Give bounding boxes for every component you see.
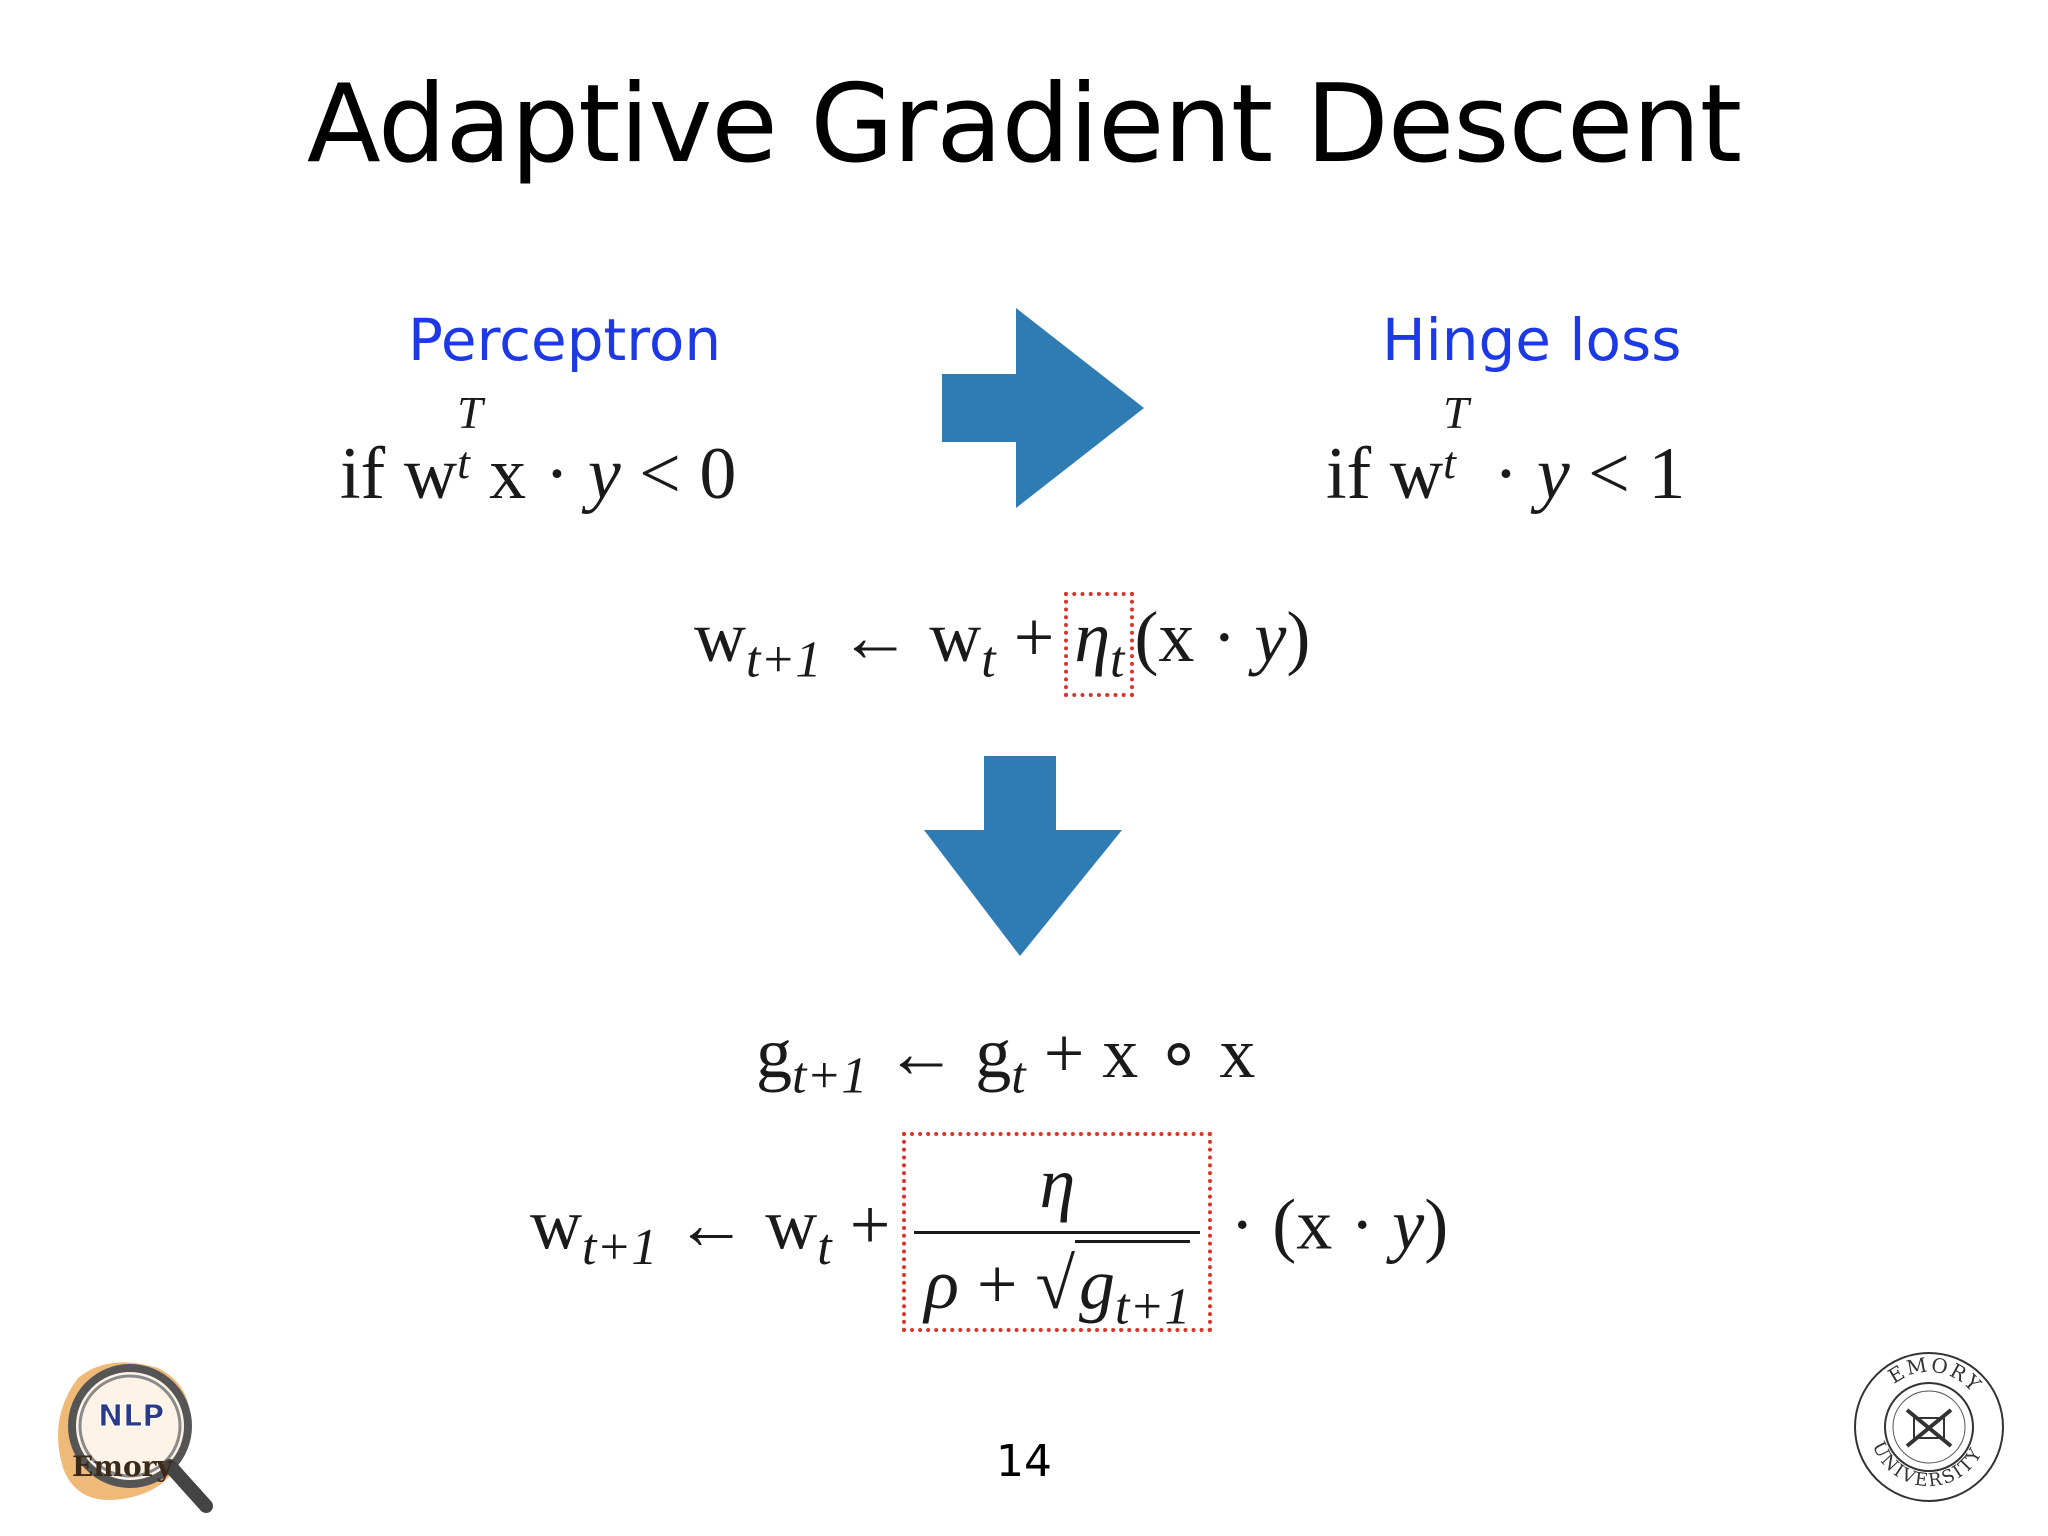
gradient-accumulator-rule: gt+1 ← gt + x ∘ x: [756, 1013, 1256, 1105]
slide-title: Adaptive Gradient Descent: [306, 62, 1742, 187]
learning-rate-highlight: ηt: [1064, 592, 1135, 697]
svg-text:Emory: Emory: [72, 1450, 173, 1483]
emory-university-seal: EMORY UNIVERSITY: [1854, 1352, 2004, 1502]
page-number: 14: [996, 1436, 1052, 1487]
down-arrow-icon: [924, 756, 1122, 956]
adagrad-update-rule: wt+1 ← wt + η ρ + √gt+1 · (x · y): [530, 1132, 1448, 1333]
nlp-emory-logo: NLP Emory: [58, 1362, 213, 1513]
perceptron-update-rule: wt+1 ← wt + ηt(x · y): [694, 592, 1310, 697]
hinge-loss-label: Hinge loss: [1382, 306, 1682, 374]
svg-text:NLP: NLP: [98, 1399, 164, 1434]
adaptive-rate-highlight: η ρ + √gt+1: [902, 1132, 1213, 1333]
right-arrow-icon: [942, 308, 1144, 508]
adaptive-rate-fraction: η ρ + √gt+1: [914, 1142, 1201, 1333]
perceptron-label: Perceptron: [408, 306, 722, 374]
